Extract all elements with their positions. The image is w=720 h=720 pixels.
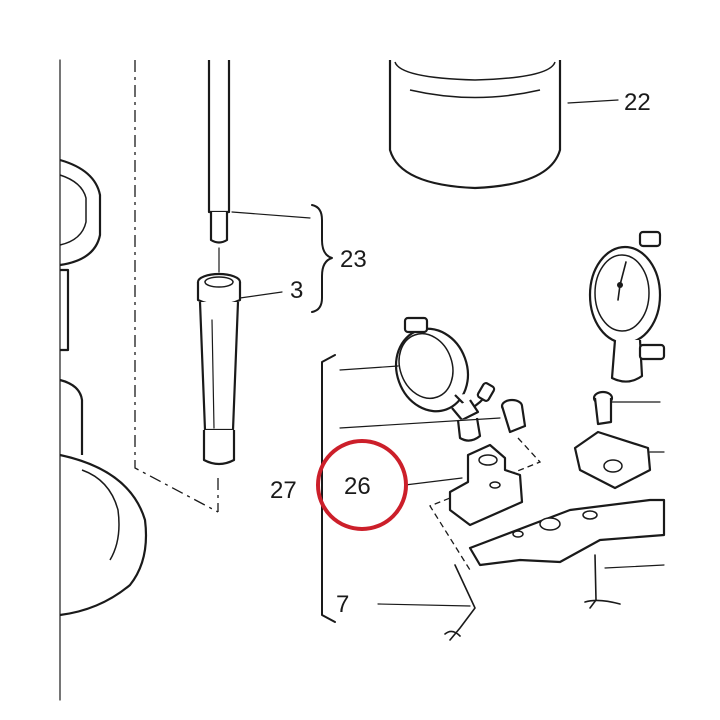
callout-22: 22 (624, 89, 651, 116)
leader-3 (239, 291, 283, 299)
dial-indicator-left (339, 316, 496, 442)
callout-23: 23 (340, 246, 367, 273)
callout-3: 3 (290, 277, 303, 304)
brace-23 (311, 204, 333, 313)
wire-7 (377, 564, 476, 641)
clamp-block-26 (404, 443, 524, 527)
cylinder-22 (388, 60, 619, 190)
centre-line (134, 60, 219, 513)
cap-screw-left (339, 398, 542, 571)
dial-indicator-right (468, 230, 666, 609)
leader-23 (231, 211, 311, 219)
callout-7: 7 (336, 591, 349, 618)
callout-26: 26 (344, 473, 371, 500)
rod-23 (207, 60, 231, 273)
bracket-27 (321, 354, 336, 623)
base-column-left (59, 59, 148, 701)
highlight-ring-26 (316, 439, 408, 531)
callout-27: 27 (270, 477, 297, 504)
sleeve-3 (196, 272, 242, 466)
